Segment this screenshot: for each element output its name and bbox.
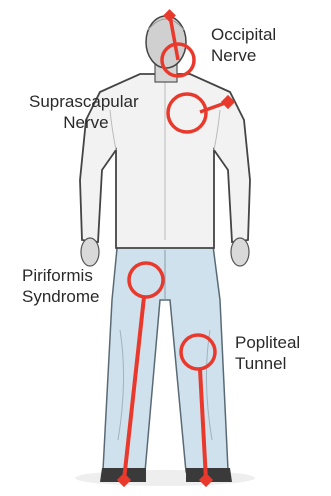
popliteal-line1: Popliteal [235,332,300,353]
suprascapular-nerve-label: Suprascapular Nerve [29,91,139,133]
occipital-line1: Occipital [211,24,276,45]
piriformis-line2: Syndrome [22,286,99,307]
pants [103,238,228,472]
popliteal-line2: Tunnel [235,353,300,374]
suprascapular-line2: Nerve [29,112,139,133]
occipital-line2: Nerve [211,45,276,66]
piriformis-line1: Piriformis [22,265,99,286]
suprascapular-line1: Suprascapular [29,91,139,112]
popliteal-tunnel-label: Popliteal Tunnel [235,332,300,374]
occipital-nerve-label: Occipital Nerve [211,24,276,66]
piriformis-syndrome-label: Piriformis Syndrome [22,265,99,307]
